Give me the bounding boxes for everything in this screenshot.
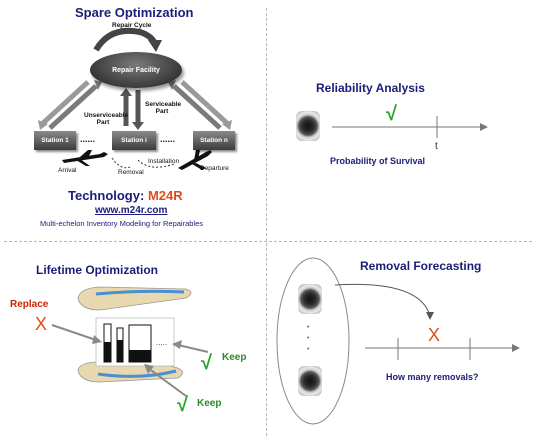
histogram-dots: ..... <box>156 338 168 347</box>
forecast-x-icon: X <box>428 325 441 345</box>
station-dots-right: ...... <box>160 134 176 144</box>
technology-prefix: Technology: <box>68 188 148 203</box>
left-diag-arrow-down <box>40 80 90 126</box>
technology-name: M24R <box>147 188 183 203</box>
fleet-engine-top <box>298 284 322 314</box>
replace-x-icon: X <box>35 314 48 334</box>
technology-heading: Technology: M24R <box>68 188 183 203</box>
arrival-airplane-icon <box>62 150 108 166</box>
horizontal-divider <box>4 241 532 243</box>
histogram-bar-1-fill <box>104 342 111 362</box>
lifetime-optimization-title: Lifetime Optimization <box>36 263 159 277</box>
m24r-url-link[interactable]: www.m24r.com <box>95 205 168 216</box>
replace-label: Replace <box>10 299 49 310</box>
replace-pointer-arrow <box>51 324 97 341</box>
right-diag-arrow-up <box>172 84 222 130</box>
repair-cycle-arrow <box>93 27 158 52</box>
station-n-box: Station n <box>193 131 235 150</box>
left-diag-arrow-up <box>48 84 98 130</box>
time-t-label: t <box>435 141 438 152</box>
bottom-blade <box>77 361 183 383</box>
probability-of-survival-caption: Probability of Survival <box>330 156 426 166</box>
survival-check-icon: √ <box>386 103 397 125</box>
station-dots-left: ...... <box>80 134 96 144</box>
m24r-subtitle: Multi-echelon Inventory Modeling for Rep… <box>40 219 204 228</box>
departure-label: Departure <box>200 165 229 172</box>
bottom-blade-damage <box>97 369 177 378</box>
installation-label: Installation <box>148 158 180 165</box>
station-1-box: Station 1 <box>34 131 76 150</box>
repair-cycle-arrowhead <box>148 40 162 52</box>
right-diag-arrow-down <box>180 80 230 126</box>
unserviceable-part-label: Unserviceable Part <box>84 112 129 126</box>
fleet-to-forecast-arrow <box>334 283 431 317</box>
histogram-bar-2-fill <box>117 340 123 362</box>
engine-fleet-ellipse <box>276 257 350 425</box>
vertical-divider <box>266 8 268 436</box>
removal-flow-arrow <box>111 157 133 169</box>
arrival-label: Arrival <box>58 167 77 174</box>
keep-label-1: Keep <box>222 352 247 363</box>
station-i-box: Station i <box>112 131 156 150</box>
how-many-removals-question: How many removals? <box>386 372 479 382</box>
keep-label-2: Keep <box>197 398 222 409</box>
fleet-engine-bottom <box>298 366 322 396</box>
keep-check-icon-2: √ <box>177 394 188 416</box>
keep-pointer-arrow-2 <box>147 367 187 397</box>
removal-forecasting-title: Removal Forecasting <box>360 259 482 273</box>
repair-cycle-label: Repair Cycle <box>112 22 152 29</box>
fleet-ellipsis-dots: • • • <box>307 324 310 353</box>
top-blade-damage <box>95 289 185 296</box>
engine-image <box>296 111 320 141</box>
removal-label: Removal <box>118 169 144 176</box>
serviceable-part-label: Serviceable Part <box>145 101 182 115</box>
keep-pointer-arrow-1 <box>177 344 209 353</box>
spare-optimization-title: Spare Optimization <box>75 5 194 20</box>
installation-flow-arrow <box>137 159 175 168</box>
keep-check-icon-1: √ <box>201 352 212 374</box>
repair-facility-node: Repair Facility <box>90 52 182 88</box>
histogram-bar-3-fill <box>129 350 151 362</box>
reliability-analysis-title: Reliability Analysis <box>316 81 425 95</box>
departure-airplane-icon <box>178 150 212 170</box>
